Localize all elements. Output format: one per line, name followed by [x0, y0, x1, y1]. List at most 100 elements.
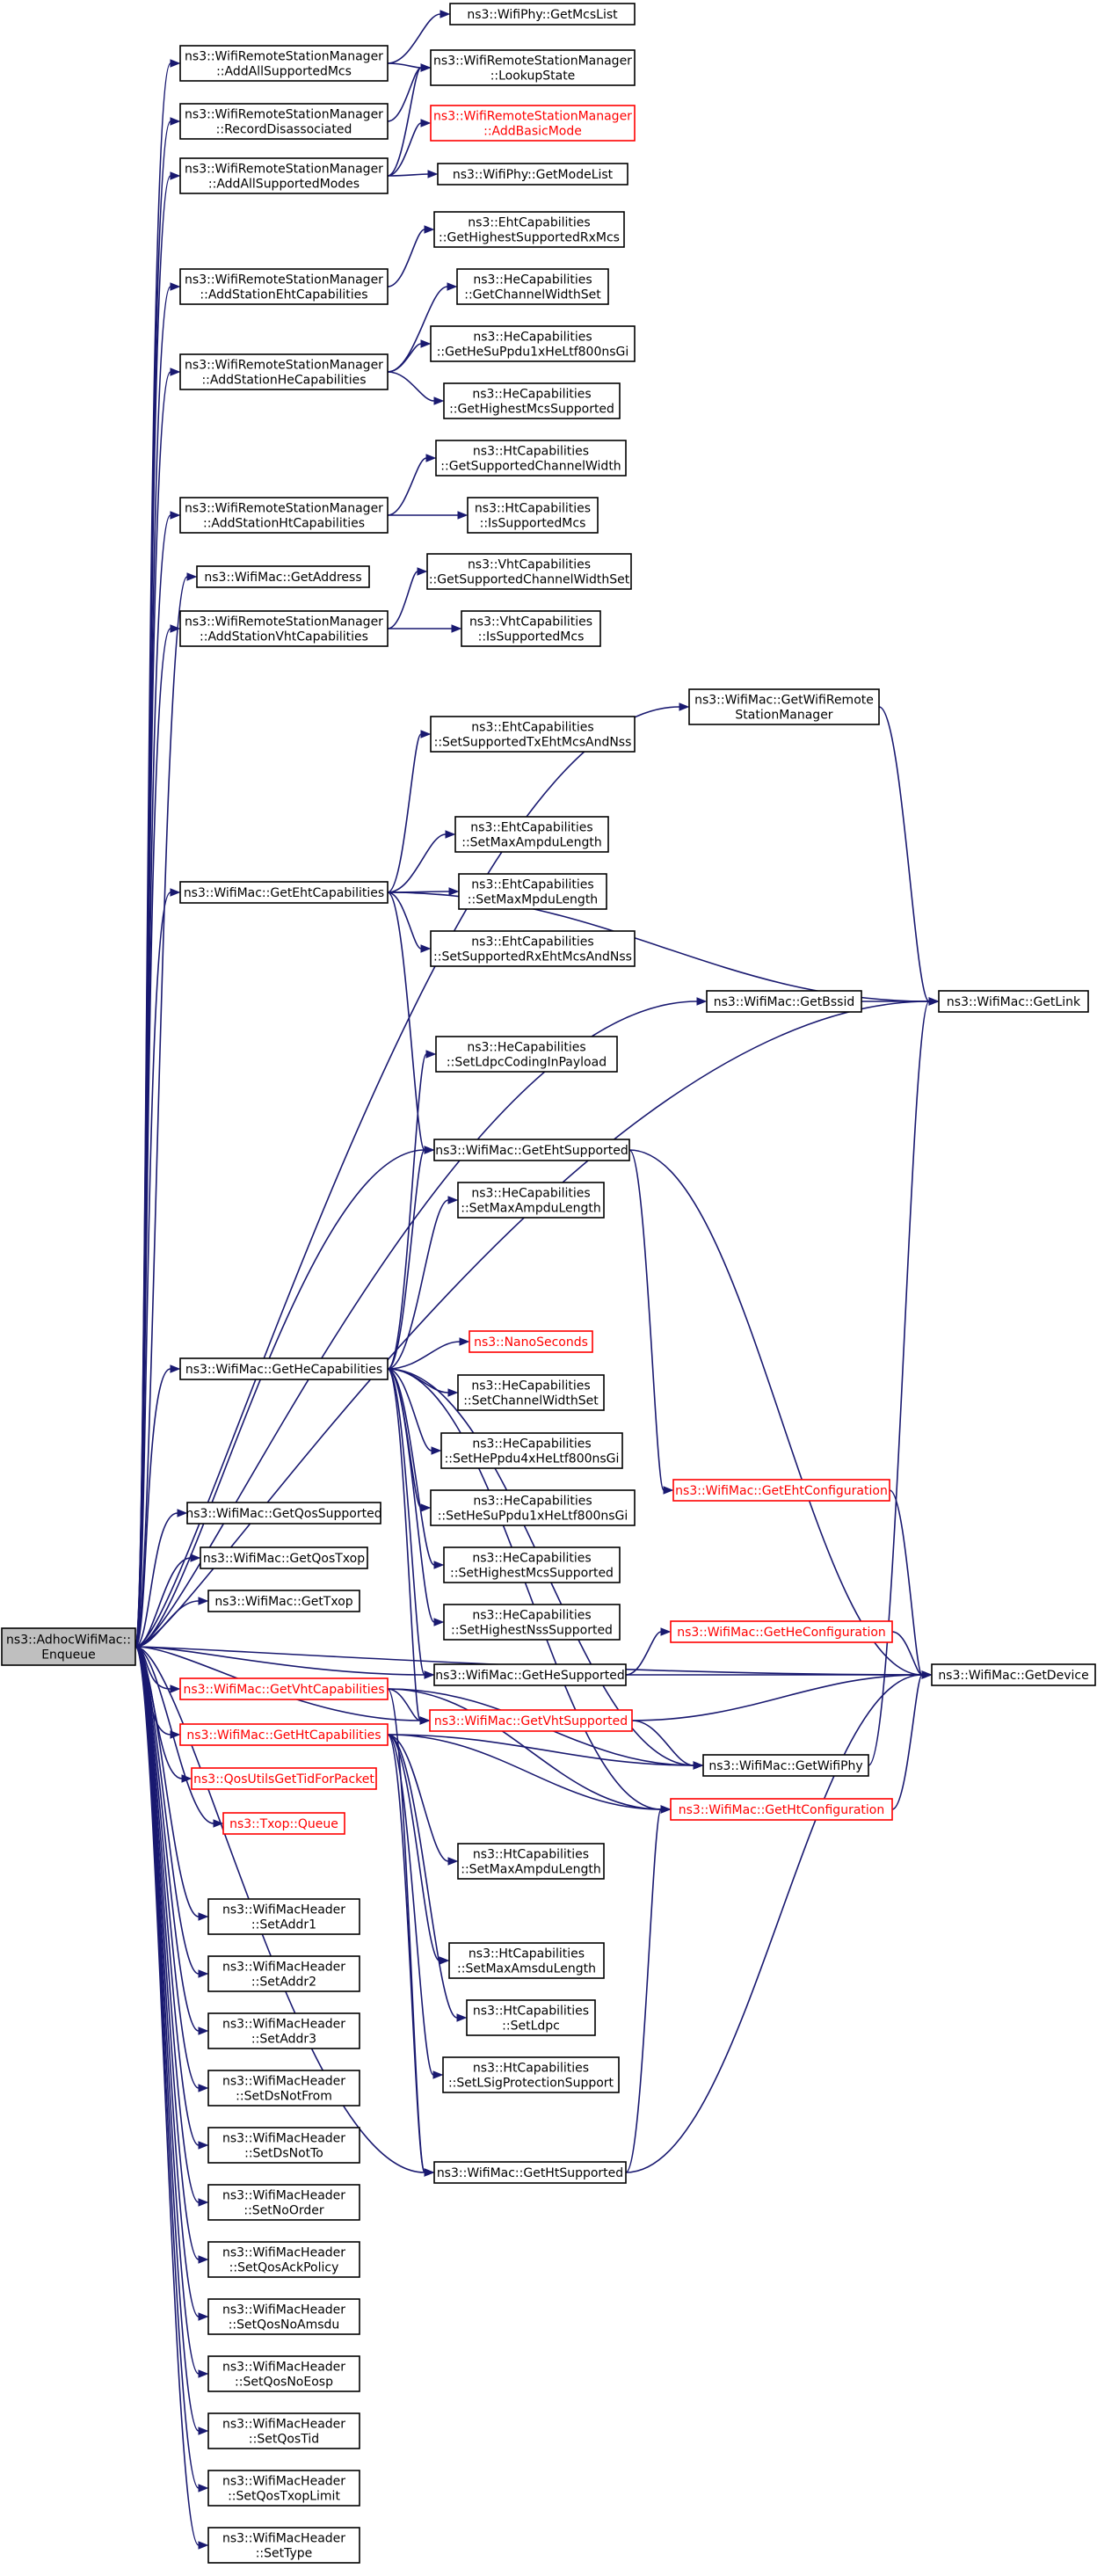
node-box	[443, 1546, 621, 1583]
node-he-get-su-ppdu[interactable]: ns3::HeCapabilities::GetHeSuPpdu1xHeLtf8…	[430, 325, 636, 362]
node-ht-get-chan-width[interactable]: ns3::HtCapabilities::GetSupportedChannel…	[435, 440, 627, 477]
node-hdr-set-addr1[interactable]: ns3::WifiMacHeader::SetAddr1	[207, 1898, 360, 1935]
node-phy-get-mode-list[interactable]: ns3::WifiPhy::GetModeList	[437, 163, 628, 186]
node-hdr-set-no-order[interactable]: ns3::WifiMacHeader::SetNoOrder	[207, 2184, 360, 2221]
node-hdr-set-addr2[interactable]: ns3::WifiMacHeader::SetAddr2	[207, 1955, 360, 1992]
node-label: ns3::WifiMac::GetHeCapabilities	[185, 1363, 382, 1377]
node-hdr-set-addr3[interactable]: ns3::WifiMacHeader::SetAddr3	[207, 2012, 360, 2049]
arrowhead-add-all-modes-to-lookup-state	[420, 63, 432, 72]
node-get-ht-config[interactable]: ns3::WifiMac::GetHtConfiguration	[670, 1798, 893, 1821]
node-add-sta-eht[interactable]: ns3::WifiRemoteStationManager::AddStatio…	[179, 268, 389, 305]
node-get-he-supported[interactable]: ns3::WifiMac::GetHeSupported	[433, 1663, 627, 1686]
node-hdr-set-qos-txop[interactable]: ns3::WifiMacHeader::SetQosTxopLimit	[207, 2470, 360, 2507]
node-eht-get-highest-rx[interactable]: ns3::EhtCapabilities::GetHighestSupporte…	[433, 211, 625, 248]
arrowhead-get-ht-cap-to-ht-set-max-ampdu	[447, 1857, 459, 1866]
node-box	[430, 49, 636, 86]
node-label: ns3::WifiRemoteStationManager	[433, 110, 632, 124]
edge-root-to-txop-queue	[134, 1646, 214, 1824]
node-he-set-highest-mcs[interactable]: ns3::HeCapabilities::SetHighestMcsSuppor…	[443, 1546, 621, 1583]
node-box	[456, 268, 609, 305]
node-get-vht-supported[interactable]: ns3::WifiMac::GetVhtSupported	[429, 1709, 633, 1732]
node-ht-set-ldpc[interactable]: ns3::HtCapabilities::SetLdpc	[466, 1999, 596, 2036]
node-add-all-modes[interactable]: ns3::WifiRemoteStationManager::AddAllSup…	[179, 157, 389, 194]
node-he-set-su-ppdu[interactable]: ns3::HeCapabilities::SetHeSuPpdu1xHeLtf8…	[430, 1489, 636, 1526]
node-vht-get-chan-width[interactable]: ns3::VhtCapabilities::GetSupportedChanne…	[426, 553, 632, 590]
edge-get-ht-supported-to-get-device	[625, 1674, 923, 2173]
arrowhead-root-to-get-txop	[198, 1597, 209, 1605]
node-he-get-highest-mcs[interactable]: ns3::HeCapabilities::GetHighestMcsSuppor…	[443, 382, 621, 419]
node-ht-is-sup-mcs[interactable]: ns3::HtCapabilities::IsSupportedMcs	[467, 497, 599, 534]
node-he-set-ppdu4x[interactable]: ns3::HeCapabilities::SetHePpdu4xHeLtf800…	[440, 1432, 623, 1469]
node-label: ns3::WifiMac::GetVhtCapabilities	[183, 1683, 384, 1697]
node-hdr-set-type[interactable]: ns3::WifiMacHeader::SetType	[207, 2527, 360, 2564]
node-get-eht-supported[interactable]: ns3::WifiMac::GetEhtSupported	[433, 1139, 630, 1161]
node-hdr-set-qos-no-amsdu[interactable]: ns3::WifiMacHeader::SetQosNoAmsdu	[207, 2298, 360, 2335]
node-hdr-set-qos-ack[interactable]: ns3::WifiMacHeader::SetQosAckPolicy	[207, 2241, 360, 2278]
edge-add-sta-vht-to-vht-get-chan-width	[387, 571, 418, 629]
node-get-ht-supported[interactable]: ns3::WifiMac::GetHtSupported	[433, 2161, 627, 2184]
node-box	[437, 163, 628, 186]
node-box	[443, 1604, 621, 1641]
node-label: ::SetLSigProtectionSupport	[448, 2077, 614, 2091]
edge-get-he-cap-to-he-set-highest-nss	[387, 1368, 435, 1623]
node-he-set-highest-nss[interactable]: ns3::HeCapabilities::SetHighestNssSuppor…	[443, 1604, 621, 1641]
node-eht-set-max-ampdu[interactable]: ns3::EhtCapabilities::SetMaxAmpduLength	[454, 816, 609, 853]
node-add-sta-he[interactable]: ns3::WifiRemoteStationManager::AddStatio…	[179, 353, 389, 390]
node-root[interactable]: ns3::AdhocWifiMac::Enqueue	[1, 1627, 136, 1666]
node-get-link[interactable]: ns3::WifiMac::GetLink	[938, 990, 1089, 1013]
node-txop-queue[interactable]: ns3::Txop::Queue	[222, 1812, 345, 1835]
node-get-qos-txop[interactable]: ns3::WifiMac::GetQosTxop	[200, 1546, 368, 1569]
node-label: ns3::WifiMac::GetWifiRemote	[694, 694, 874, 708]
node-hdr-set-ds-not-from[interactable]: ns3::WifiMacHeader::SetDsNotFrom	[207, 2070, 360, 2107]
node-eht-set-rx-mcs[interactable]: ns3::EhtCapabilities::SetSupportedRxEhtM…	[430, 930, 636, 967]
node-eht-set-tx-mcs[interactable]: ns3::EhtCapabilities::SetSupportedTxEhtM…	[430, 716, 636, 753]
node-add-all-mcs[interactable]: ns3::WifiRemoteStationManager::AddAllSup…	[179, 45, 389, 82]
node-box	[443, 382, 621, 419]
node-nano-seconds[interactable]: ns3::NanoSeconds	[469, 1330, 593, 1353]
arrowhead-root-to-hdr-set-addr2	[198, 1969, 209, 1978]
node-get-qos-supported[interactable]: ns3::WifiMac::GetQosSupported	[185, 1502, 382, 1524]
node-hdr-set-qos-no-eosp[interactable]: ns3::WifiMacHeader::SetQosNoEosp	[207, 2355, 360, 2392]
node-ht-set-lsig[interactable]: ns3::HtCapabilities::SetLSigProtectionSu…	[442, 2056, 620, 2093]
node-get-vht-cap[interactable]: ns3::WifiMac::GetVhtCapabilities	[179, 1677, 389, 1700]
node-vht-is-sup-mcs[interactable]: ns3::VhtCapabilities::IsSupportedMcs	[461, 610, 601, 647]
node-get-ht-cap[interactable]: ns3::WifiMac::GetHtCapabilities	[179, 1723, 389, 1746]
node-record-disassoc[interactable]: ns3::WifiRemoteStationManager::RecordDis…	[179, 103, 389, 140]
node-he-set-chan-width[interactable]: ns3::HeCapabilities::SetChannelWidthSet	[457, 1374, 605, 1411]
node-box	[207, 2355, 360, 2392]
node-he-set-ldpc[interactable]: ns3::HeCapabilities::SetLdpcCodingInPayl…	[435, 1036, 618, 1073]
node-hdr-set-qos-tid[interactable]: ns3::WifiMacHeader::SetQosTid	[207, 2412, 360, 2449]
edge-get-he-cap-to-nano-seconds	[387, 1341, 461, 1370]
edge-root-to-add-all-modes	[134, 175, 171, 1648]
node-qos-utils[interactable]: ns3::QosUtilsGetTidForPacket	[191, 1767, 377, 1790]
node-get-eht-cap[interactable]: ns3::WifiMac::GetEhtCapabilities	[179, 881, 389, 904]
arrowhead-get-he-cap-to-he-set-ldpc	[425, 1050, 437, 1059]
node-hdr-set-ds-not-to[interactable]: ns3::WifiMacHeader::SetDsNotTo	[207, 2127, 360, 2164]
node-add-sta-ht[interactable]: ns3::WifiRemoteStationManager::AddStatio…	[179, 497, 389, 534]
node-lookup-state[interactable]: ns3::WifiRemoteStationManager::LookupSta…	[430, 49, 636, 86]
node-he-set-max-ampdu[interactable]: ns3::HeCapabilities::SetMaxAmpduLength	[457, 1182, 605, 1219]
arrowhead-root-to-add-sta-ht	[170, 511, 181, 520]
node-get-wifi-phy[interactable]: ns3::WifiMac::GetWifiPhy	[702, 1754, 869, 1777]
node-he-get-chan-width[interactable]: ns3::HeCapabilities::GetChannelWidthSet	[456, 268, 609, 305]
node-get-txop[interactable]: ns3::WifiMac::GetTxop	[207, 1590, 360, 1612]
node-get-bssid[interactable]: ns3::WifiMac::GetBssid	[706, 990, 862, 1013]
edge-get-he-cap-to-get-eht-supported	[387, 1149, 425, 1370]
node-label: ::SetHighestNssSupported	[451, 1624, 613, 1638]
node-phy-get-mcs-list[interactable]: ns3::WifiPhy::GetMcsList	[449, 3, 636, 25]
node-get-address[interactable]: ns3::WifiMac::GetAddress	[196, 565, 370, 588]
node-get-he-config[interactable]: ns3::WifiMac::GetHeConfiguration	[670, 1620, 893, 1643]
node-get-device[interactable]: ns3::WifiMac::GetDevice	[931, 1663, 1096, 1686]
node-add-sta-vht[interactable]: ns3::WifiRemoteStationManager::AddStatio…	[179, 610, 389, 647]
node-ht-set-max-ampdu[interactable]: ns3::HtCapabilities::SetMaxAmpduLength	[457, 1843, 605, 1880]
node-ht-set-max-amsdu[interactable]: ns3::HtCapabilities::SetMaxAmsduLength	[448, 1942, 605, 1979]
node-box	[207, 2184, 360, 2221]
node-label: ::AddAllSupportedModes	[208, 178, 360, 192]
node-box	[179, 45, 389, 82]
node-eht-set-max-mpdu[interactable]: ns3::EhtCapabilities::SetMaxMpduLength	[458, 873, 607, 910]
node-label: ns3::WifiMac::GetHtSupported	[437, 2166, 623, 2180]
node-get-wifi-remote[interactable]: ns3::WifiMac::GetWifiRemoteStationManage…	[688, 688, 880, 725]
node-get-he-cap[interactable]: ns3::WifiMac::GetHeCapabilities	[179, 1357, 389, 1380]
node-add-basic-mode[interactable]: ns3::WifiRemoteStationManager::AddBasicM…	[430, 105, 636, 142]
node-get-eht-config[interactable]: ns3::WifiMac::GetEhtConfiguration	[672, 1479, 890, 1502]
